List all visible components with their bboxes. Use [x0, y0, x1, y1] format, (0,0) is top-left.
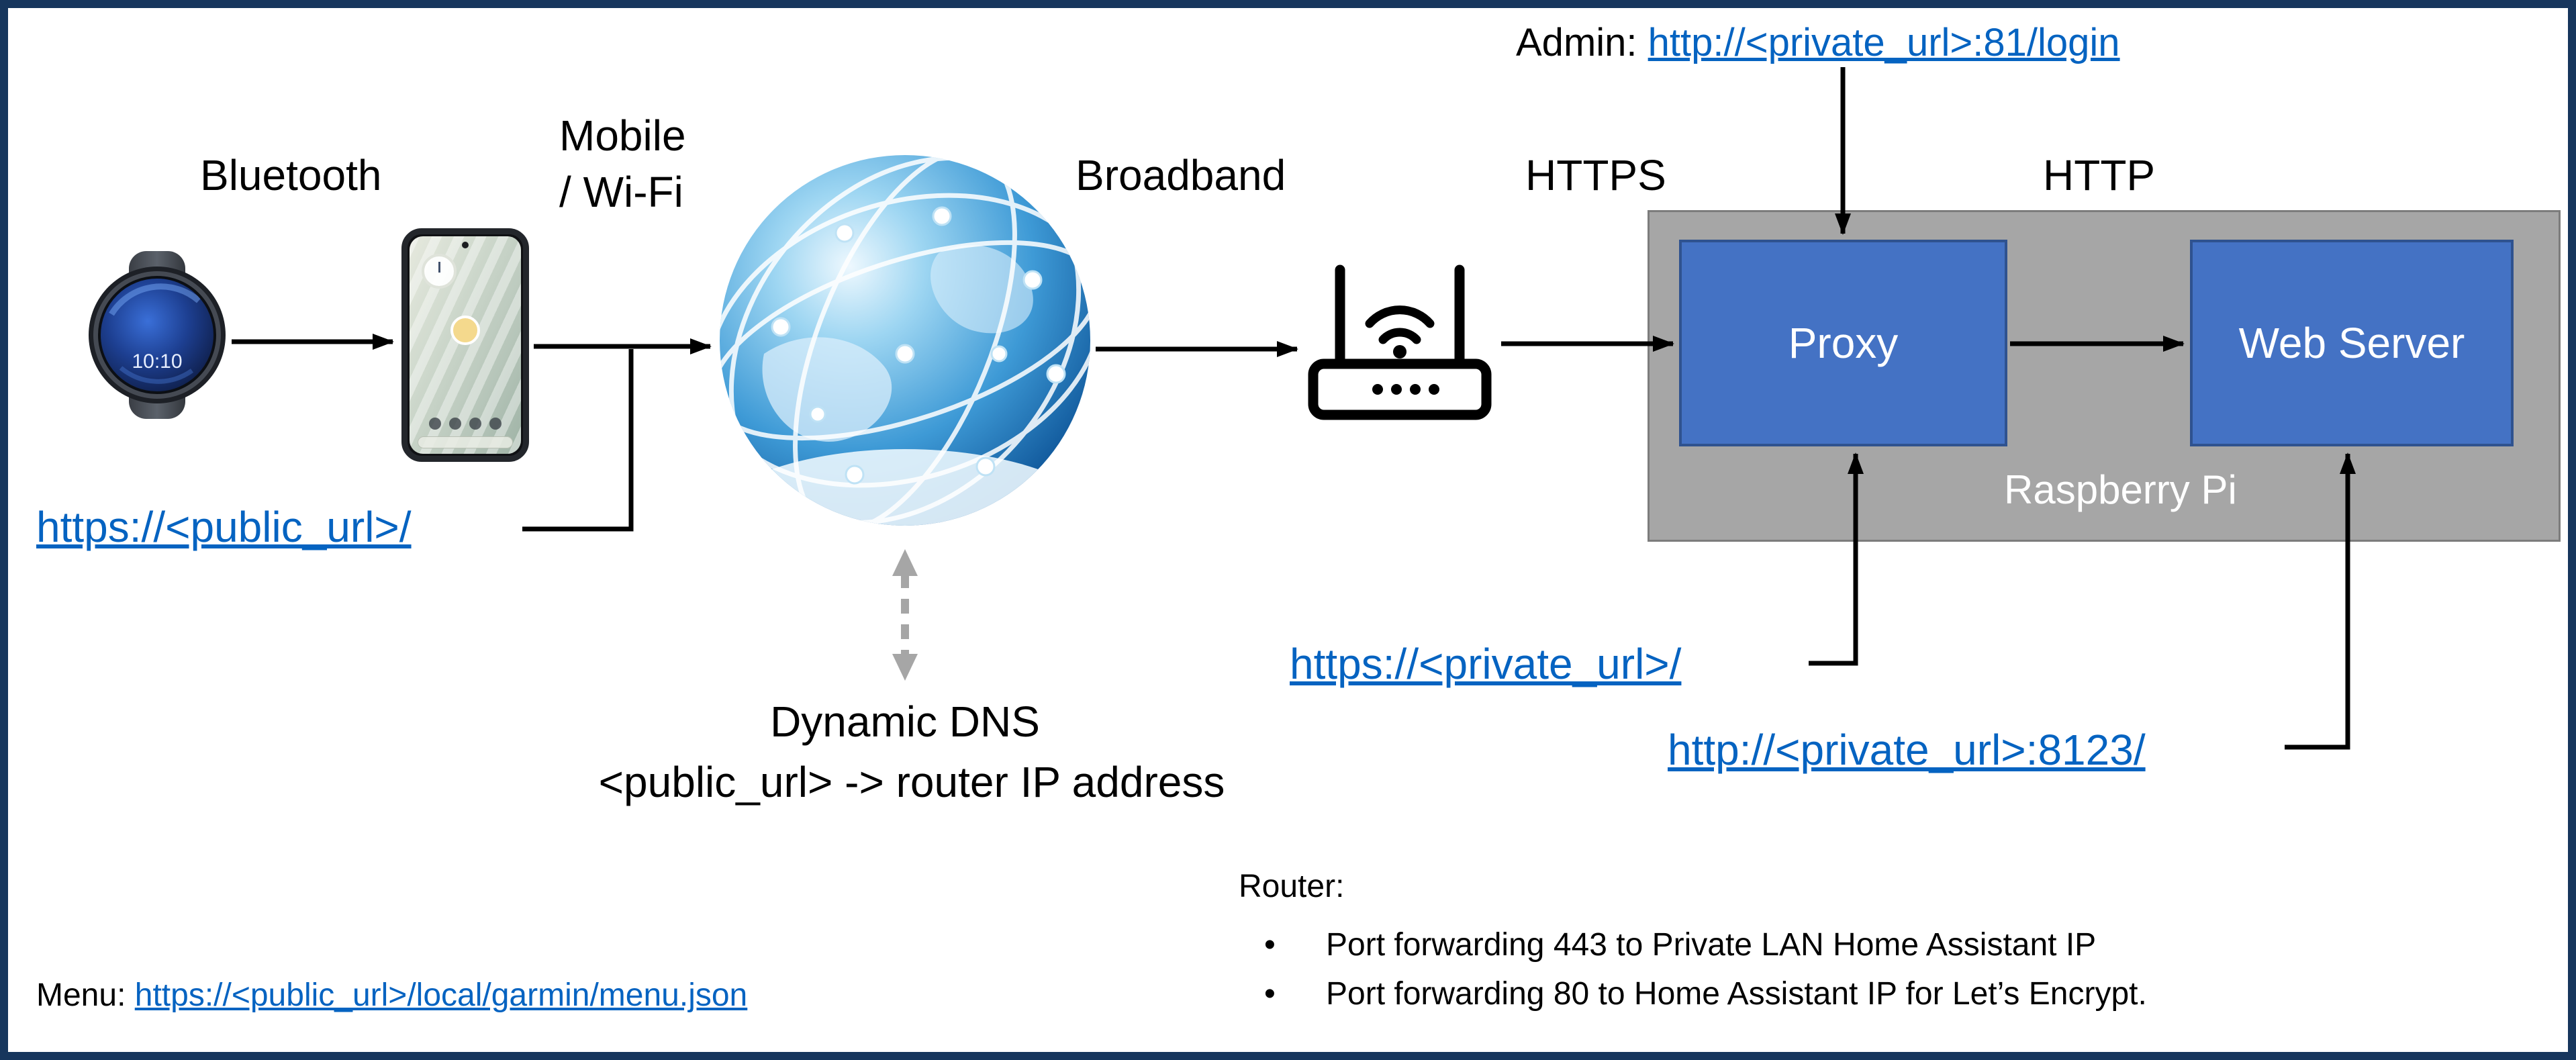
- proxy-label: Proxy: [1788, 319, 1899, 367]
- bluetooth-label: Bluetooth: [200, 151, 382, 199]
- smartwatch-icon: 10:10: [89, 251, 226, 419]
- private-url-8123-link[interactable]: http://<private_url>:8123/: [1668, 726, 2146, 774]
- phone-camera-dot: [462, 242, 469, 248]
- mobile-wifi-line1: Mobile: [559, 111, 686, 160]
- public-url-link[interactable]: https://<public_url>/: [36, 503, 412, 551]
- admin-login-link[interactable]: http://<private_url>:81/login: [1648, 21, 2120, 64]
- phone-screen: [410, 236, 521, 454]
- http-label: HTTP: [2043, 151, 2156, 199]
- dynamic-dns-double-arrow: [892, 549, 918, 681]
- phone-app-dock: [429, 418, 502, 430]
- phone-app-icon: [429, 418, 441, 430]
- mobile-wifi-line2: / Wi-Fi: [559, 168, 683, 217]
- private-url-8123-line: http://<private_url>:8123/: [1668, 725, 2146, 775]
- menu-json-link[interactable]: https://<public_url>/local/garmin/menu.j…: [134, 977, 748, 1013]
- phone-app-icon: [489, 418, 502, 430]
- menu-prefix: Menu:: [36, 977, 135, 1013]
- phone-app-icon: [469, 418, 481, 430]
- dynamic-dns-title: Dynamic DNS: [770, 697, 1040, 746]
- menu-line: Menu: https://<public_url>/local/garmin/…: [36, 977, 747, 1014]
- phone-clock-widget: [422, 254, 457, 289]
- public-url-line: https://<public_url>/: [36, 502, 412, 552]
- phone-app-icon: [449, 418, 461, 430]
- private-url-link[interactable]: https://<private_url>/: [1290, 640, 1682, 688]
- internet-globe-icon: [720, 155, 1090, 526]
- web-server-node: Web Server: [2190, 240, 2514, 446]
- internet-globe: [717, 152, 1093, 528]
- phone-search-bar: [418, 436, 513, 448]
- router-device: [1302, 250, 1497, 436]
- phone-badge: [450, 316, 480, 345]
- admin-prefix: Admin:: [1516, 21, 1648, 64]
- router-note-text: Port forwarding 80 to Home Assistant IP …: [1326, 975, 2147, 1012]
- smartphone: [401, 228, 529, 462]
- admin-line: Admin: http://<private_url>:81/login: [1516, 20, 2120, 65]
- watch-time: 10:10: [132, 350, 182, 373]
- web-server-label: Web Server: [2238, 319, 2465, 367]
- raspberry-pi-label: Raspberry Pi: [2004, 467, 2237, 512]
- mobile-wifi-label: Mobile / Wi-Fi: [559, 107, 686, 221]
- router-note-item: Port forwarding 80 to Home Assistant IP …: [1239, 970, 2147, 1019]
- dynamic-dns-mapping: <public_url> -> router IP address: [598, 758, 1225, 806]
- router-note-text: Port forwarding 443 to Private LAN Home …: [1326, 927, 2097, 963]
- router-notes: Router: Port forwarding 443 to Private L…: [1239, 868, 2147, 1019]
- elbow-public-url-to-arrow: [522, 349, 634, 532]
- https-label: HTTPS: [1525, 151, 1666, 199]
- router-note-item: Port forwarding 443 to Private LAN Home …: [1239, 921, 2147, 970]
- router-icon: [1308, 264, 1492, 420]
- broadband-label: Broadband: [1076, 151, 1286, 199]
- private-url-line: https://<private_url>/: [1290, 639, 1681, 689]
- proxy-node: Proxy: [1679, 240, 2007, 446]
- smartwatch: 10:10: [86, 250, 228, 420]
- router-notes-title: Router:: [1239, 869, 1345, 904]
